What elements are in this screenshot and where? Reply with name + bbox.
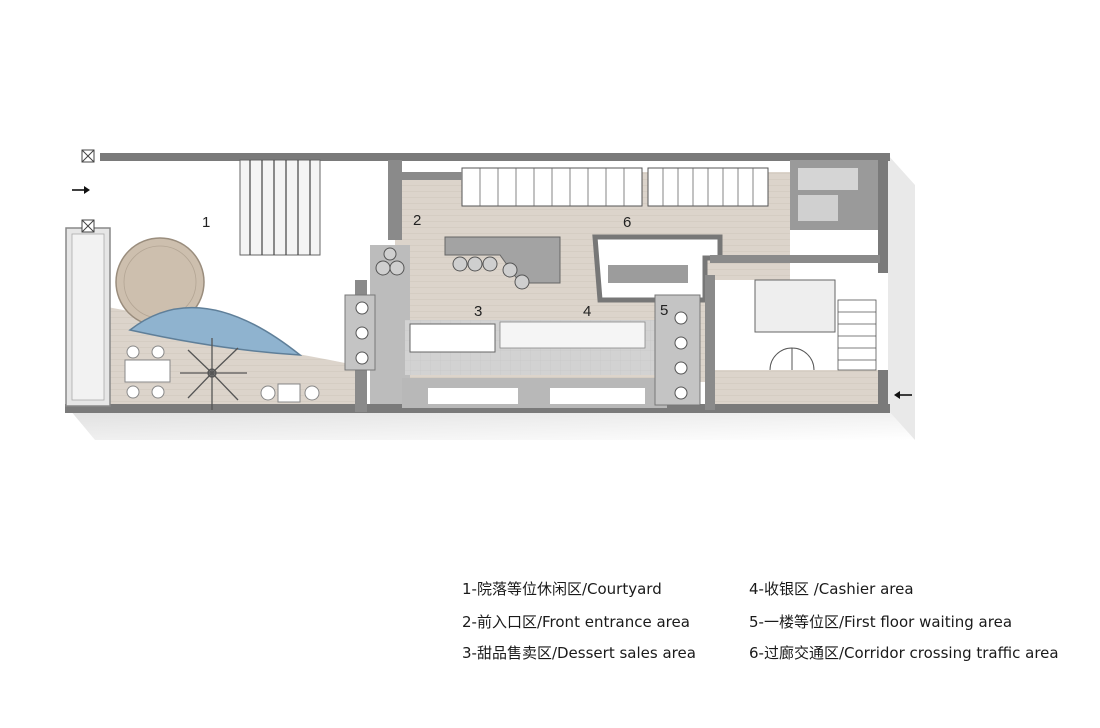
- waiting-stools: [674, 311, 688, 400]
- wall-stair-band: [400, 172, 462, 180]
- wall-bottom: [65, 404, 365, 413]
- wall-mid-left: [388, 160, 402, 240]
- plan-shadow: [70, 410, 915, 440]
- legend-item-5: 5-一楼等位区/First floor waiting area: [749, 613, 1013, 631]
- legend-item-3: 3-甜品售卖区/Dessert sales area: [462, 644, 696, 662]
- right-room: [754, 279, 836, 333]
- legend-item-1: 1-院落等位休闲区/Courtyard: [462, 580, 662, 598]
- legend-item-2: 2-前入口区/Front entrance area: [462, 613, 690, 631]
- drain-icon: [81, 149, 95, 163]
- right-wood-floor: [715, 370, 880, 410]
- water-pool: [128, 306, 303, 356]
- wall-right-low: [878, 370, 888, 412]
- double-door: [769, 347, 815, 371]
- display-items: [452, 256, 530, 290]
- exterior-stairs: [239, 159, 321, 256]
- zone-number-1: 1: [202, 214, 210, 231]
- zone-number-4: 4: [583, 303, 591, 320]
- right-stairs: [837, 299, 877, 371]
- wall-bottom-b: [360, 404, 720, 413]
- legend-item-6: 6-过廊交通区/Corridor crossing traffic area: [749, 644, 1059, 662]
- entrance-stools: [375, 247, 405, 276]
- entry-arrow-icon: [894, 391, 912, 399]
- zone-number-5: 5: [660, 302, 668, 319]
- zone-number-2: 2: [413, 212, 421, 229]
- courtyard-tables: [124, 345, 320, 403]
- entry-arrow-icon: [72, 186, 90, 194]
- wall-right: [878, 153, 888, 273]
- plan-shadow-side: [888, 155, 915, 440]
- entry-stools: [355, 301, 369, 365]
- tree-icon: [180, 338, 247, 410]
- zone-number-6: 6: [623, 214, 631, 231]
- interior-stairs: [461, 167, 769, 207]
- legend: 1-院落等位休闲区/Courtyard 2-前入口区/Front entranc…: [462, 578, 1100, 678]
- wall-bottom-c: [710, 404, 890, 413]
- legend-item-4: 4-收银区 /Cashier area: [749, 580, 914, 598]
- wall-right-block: [705, 275, 715, 410]
- zone-number-3: 3: [474, 303, 482, 320]
- wall-top: [100, 153, 890, 161]
- drain-icon: [81, 219, 95, 233]
